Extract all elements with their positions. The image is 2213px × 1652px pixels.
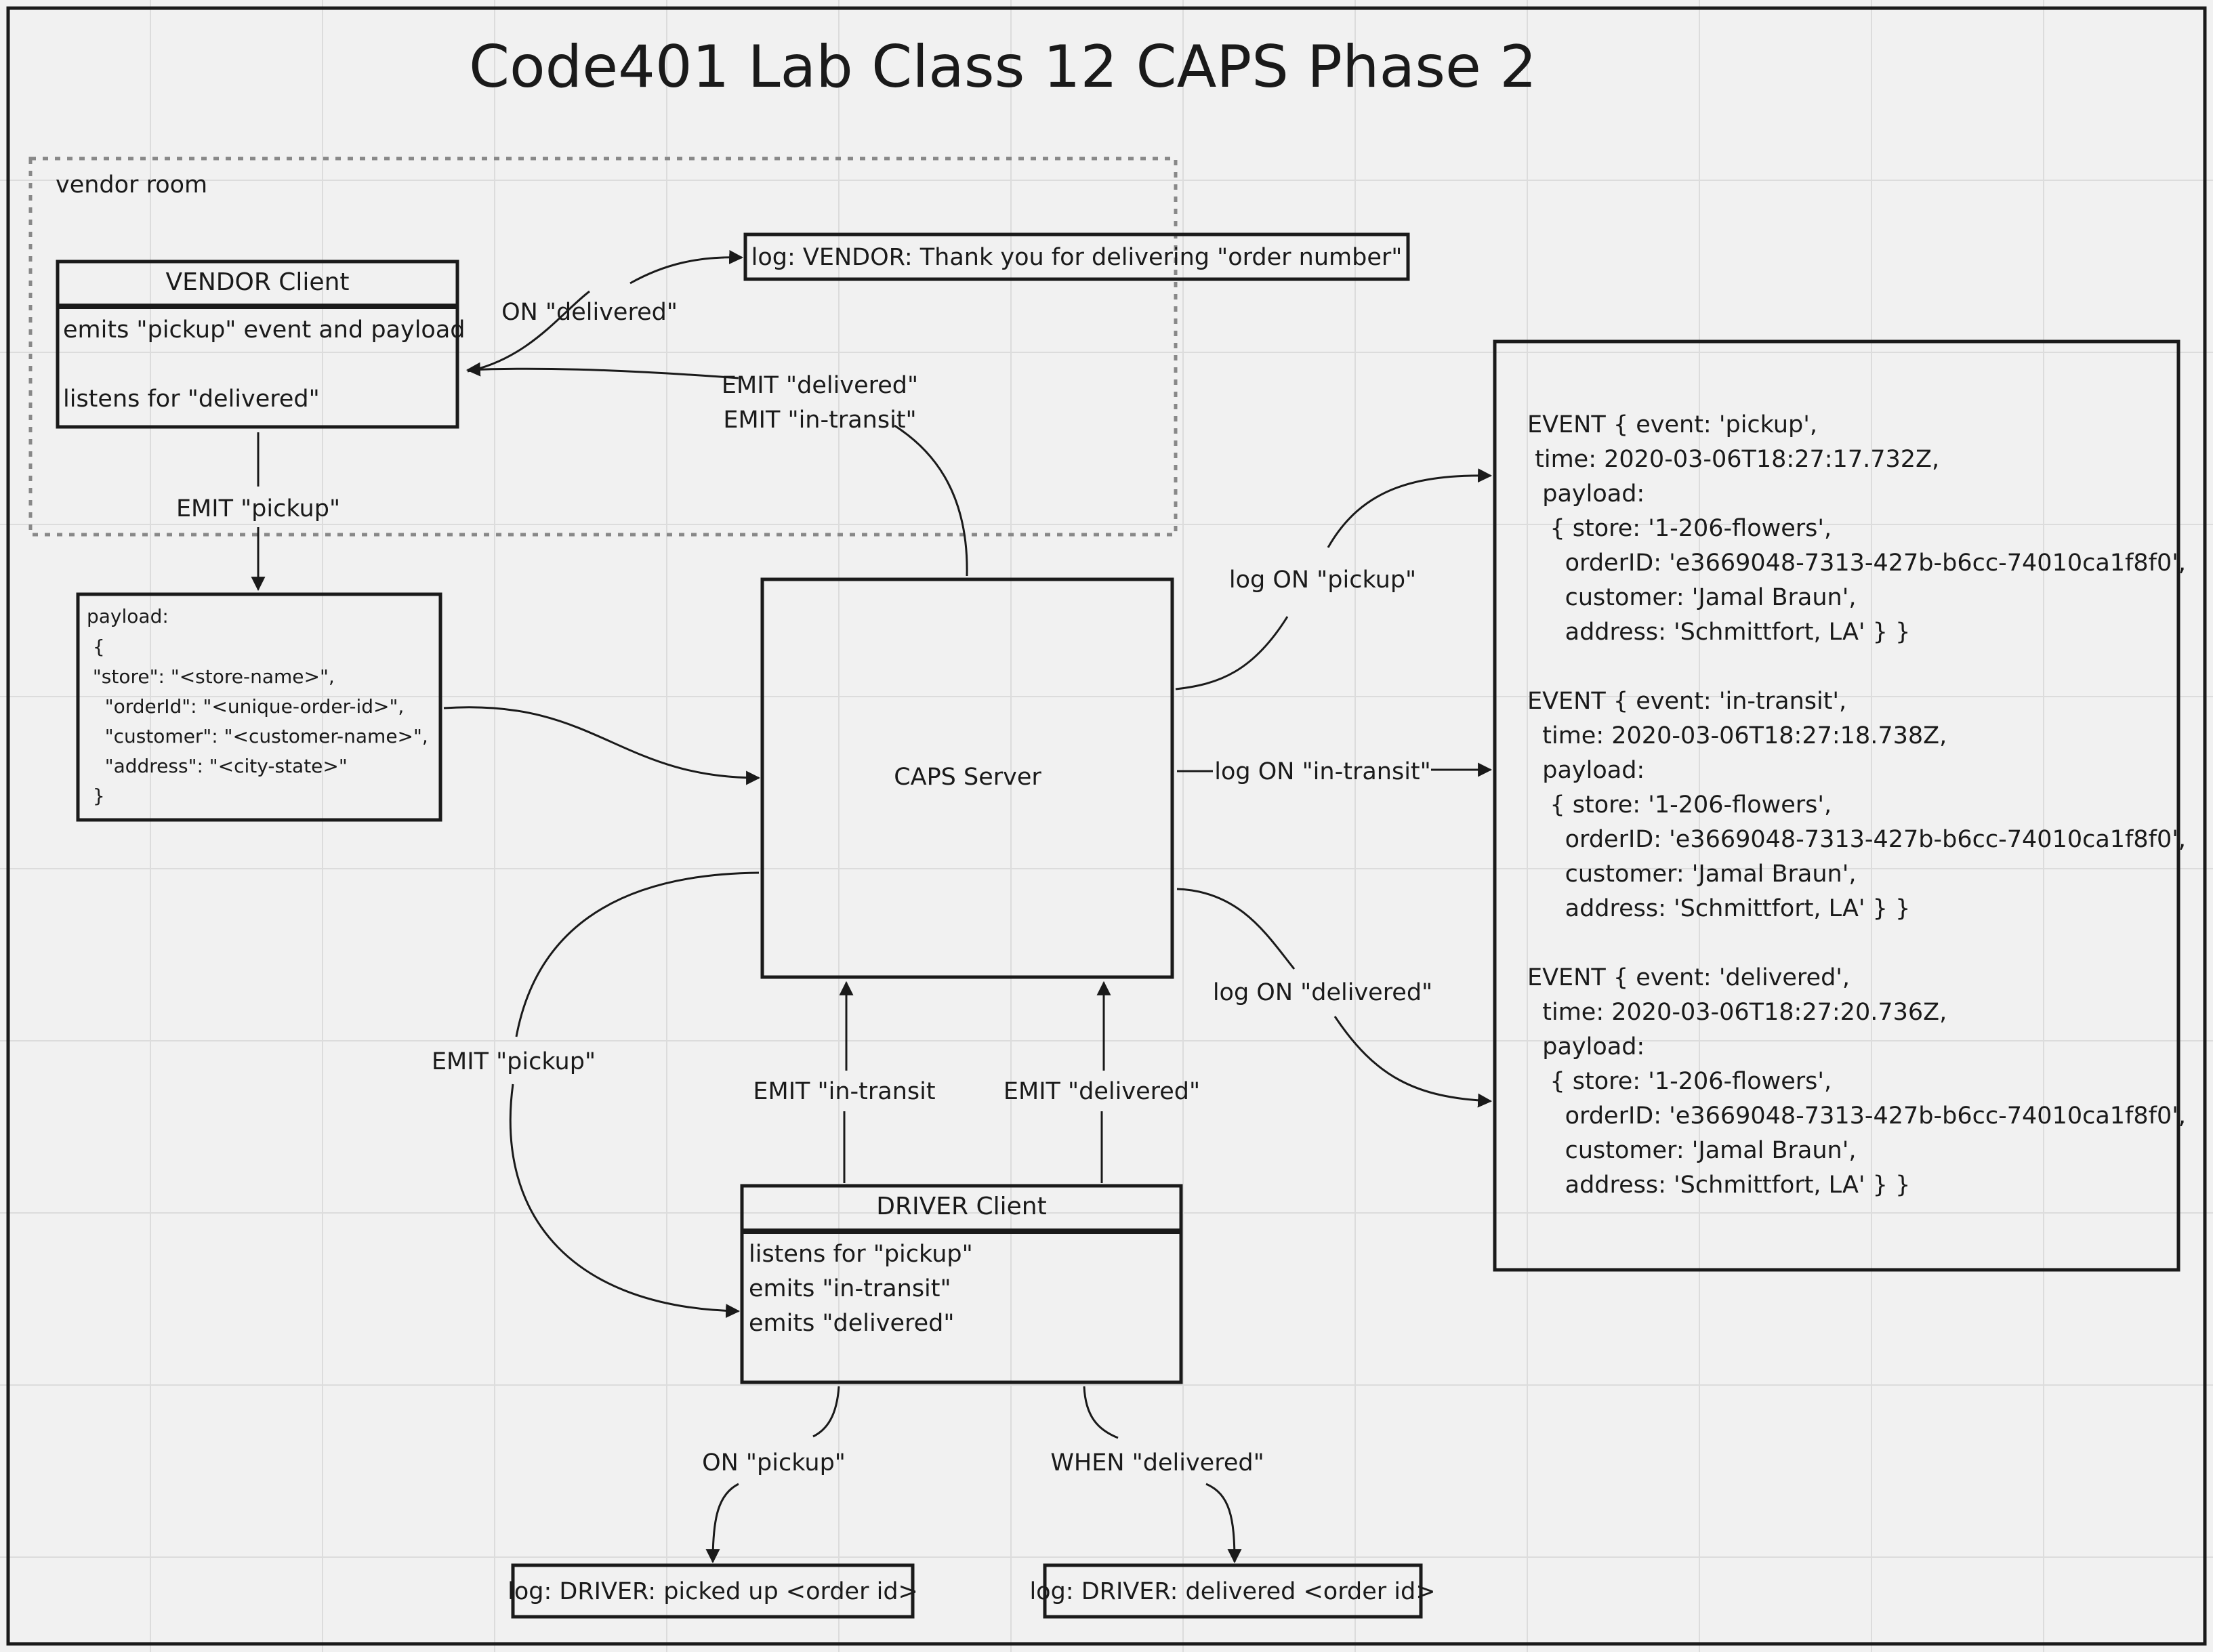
event-line: { store: '1-206-flowers', [1527,1068,1832,1095]
label-log-on-in-transit: log ON "in-transit" [1214,758,1431,785]
vendor-client-line: emits "pickup" event and payload [63,316,466,344]
edge-driver-when-delivered [1083,1386,1119,1439]
edge-caps-log-delivered [1176,888,1296,970]
event-entry-pickup: EVENT { event: 'pickup', time: 2020-03-0… [1527,411,2186,646]
event-line: orderID: 'e3669048-7313-427b-b6cc-74010c… [1527,826,2186,853]
label-emit-delivered: EMIT "delivered" [722,372,918,399]
label-log-on-delivered: log ON "delivered" [1213,979,1432,1006]
edge-caps-log-pickup [1175,616,1289,690]
event-line: { store: '1-206-flowers', [1527,791,1832,819]
label-emit-pickup-vendor: EMIT "pickup" [176,495,340,522]
outer-frame [6,6,2207,1646]
payload-line: payload: [87,605,169,627]
event-line: address: 'Schmittfort, LA' } } [1527,619,1910,646]
caps-server-node: CAPS Server [760,577,1174,979]
driver-client-node: DRIVER Client listens for "pickup" emits… [740,1184,1183,1384]
event-log-box [1493,339,2180,1272]
event-line: { store: '1-206-flowers', [1527,515,1832,542]
vendor-client-header: VENDOR Client [165,268,349,296]
event-line: customer: 'Jamal Braun', [1527,1137,1857,1164]
edge-vendor-on-delivered [467,290,590,373]
edge-driver-on-pickup [812,1386,840,1438]
caps-server-label: CAPS Server [894,764,1041,791]
driver-log-delivered-node: log: DRIVER: delivered <order id> [1029,1563,1436,1619]
driver-client-box [740,1184,1183,1384]
event-line: payload: [1527,480,1645,508]
event-line: payload: [1527,757,1645,784]
driver-client-line: emits "delivered" [749,1310,954,1337]
vendor-client-node: VENDOR Client emits "pickup" event and p… [56,260,466,429]
driver-log-pickup-box [511,1563,915,1619]
event-line: EVENT { event: 'delivered', [1527,964,1850,991]
vendor-log-text: log: VENDOR: Thank you for delivering "o… [751,244,1403,271]
label-on-delivered: ON "delivered" [501,299,678,326]
label-when-delivered: WHEN "delivered" [1050,1449,1264,1477]
driver-log-delivered-text: log: DRIVER: delivered <order id> [1029,1578,1435,1605]
vendor-client-box [56,260,459,429]
event-line: customer: 'Jamal Braun', [1527,861,1857,888]
vendor-log-node: log: VENDOR: Thank you for delivering "o… [743,232,1410,281]
edge-on-pickup-to-driver-log [705,1483,739,1564]
event-line: address: 'Schmittfort, LA' } } [1527,1172,1910,1199]
label-on-pickup: ON "pickup" [702,1449,846,1477]
event-entry-in-transit: EVENT { event: 'in-transit', time: 2020-… [1527,688,2186,922]
driver-log-delivered-box [1043,1563,1423,1619]
event-line: time: 2020-03-06T18:27:18.738Z, [1527,722,1947,749]
payload-box [76,592,442,822]
event-entry-delivered: EVENT { event: 'delivered', time: 2020-0… [1527,964,2186,1199]
label-emit-pickup-driver: EMIT "pickup" [432,1048,596,1075]
diagram-title: Code401 Lab Class 12 CAPS Phase 2 [469,33,1537,101]
payload-line: "orderId": "<unique-order-id>", [87,695,404,718]
event-line: address: 'Schmittfort, LA' } } [1527,895,1910,922]
driver-client-line: emits "in-transit" [749,1275,951,1302]
driver-client-line: listens for "pickup" [749,1241,973,1268]
event-line: customer: 'Jamal Braun', [1527,584,1857,611]
payload-line: { [87,636,105,658]
label-log-on-pickup: log ON "pickup" [1229,566,1416,594]
label-driver-emit-in-transit: EMIT "in-transit [753,1078,935,1105]
event-line: time: 2020-03-06T18:27:17.732Z, [1527,446,1939,473]
event-line: orderID: 'e3669048-7313-427b-b6cc-74010c… [1527,550,2186,577]
edge-log-pickup-to-event-log [1327,468,1493,548]
vendor-client-line: listens for "delivered" [63,386,320,413]
vendor-room-boundary [28,157,1178,537]
driver-log-pickup-text: log: DRIVER: picked up <order id> [508,1578,918,1605]
driver-client-header: DRIVER Client [876,1193,1046,1220]
edge-on-delivered-to-vendor-log [629,249,744,285]
edge-emit-pickup-to-driver [509,1083,741,1319]
vendor-room-label: vendor room [56,171,207,199]
event-line: EVENT { event: 'pickup', [1527,411,1817,438]
payload-line: "address": "<city-state>" [87,755,348,777]
payload-line: "customer": "<customer-name>", [87,725,428,747]
edge-emit-delivered-to-vendor [466,362,739,379]
event-line: EVENT { event: 'in-transit', [1527,688,1846,715]
event-log-node: EVENT { event: 'pickup', time: 2020-03-0… [1493,339,2186,1272]
edge-caps-emit-to-vendor [894,424,968,577]
payload-line: "store": "<store-name>", [87,665,335,688]
edge-when-delivered-to-driver-log [1205,1483,1242,1564]
driver-log-pickup-node: log: DRIVER: picked up <order id> [508,1563,918,1619]
edge-caps-emit-pickup [515,871,760,1037]
payload-line: } [87,785,105,807]
payload-node: payload: { "store": "<store-name>", "ord… [76,592,442,822]
edge-log-delivered-to-event-log [1333,1016,1493,1108]
event-line: time: 2020-03-06T18:27:20.736Z, [1527,999,1947,1026]
label-emit-in-transit: EMIT "in-transit" [723,407,916,434]
caps-server-box [760,577,1174,979]
event-line: payload: [1527,1033,1645,1060]
vendor-log-box [743,232,1410,281]
event-line: orderID: 'e3669048-7313-427b-b6cc-74010c… [1527,1102,2186,1130]
label-driver-emit-delivered: EMIT "delivered" [1004,1078,1200,1105]
edge-payload-to-caps [443,706,761,785]
